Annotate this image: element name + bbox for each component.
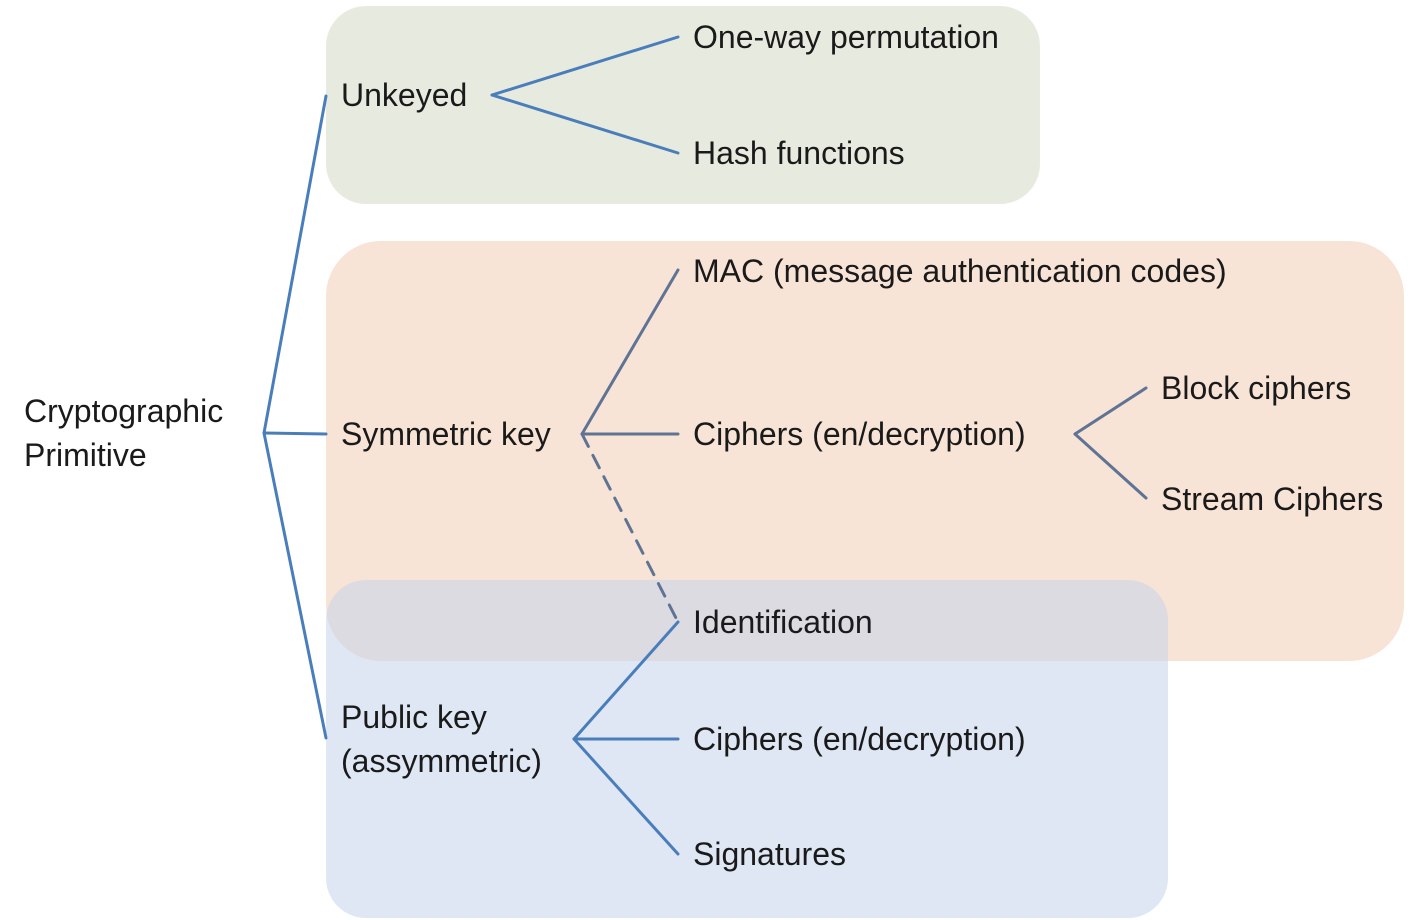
edge-symmetric-identification: [580, 432, 680, 624]
edge-public-identification: [572, 620, 680, 741]
public-key-region: [326, 580, 1168, 918]
node-one-way-permutation: One-way permutation: [693, 19, 999, 55]
edge-symmetric-mac: [580, 268, 680, 436]
node-symmetric-ciphers: Ciphers (en/decryption): [693, 416, 1026, 452]
node-symmetric-key: Symmetric key: [341, 416, 551, 452]
root-node: Cryptographic Primitive: [24, 393, 224, 473]
edge-unkeyed-hash: [490, 93, 680, 155]
edge-ciphers-stream: [1073, 432, 1148, 500]
edge-public-signatures: [572, 737, 680, 856]
edge-unkeyed-oneway: [490, 35, 680, 97]
node-hash-functions: Hash functions: [693, 135, 905, 171]
node-public-key: Public key (assymmetric): [341, 699, 542, 779]
edge-root-public: [262, 431, 328, 740]
edge-root-unkeyed: [262, 94, 328, 435]
node-identification: Identification: [693, 604, 873, 640]
edge-root-symmetric: [262, 431, 328, 436]
edge-ciphers-block: [1073, 386, 1148, 436]
node-signatures: Signatures: [693, 836, 846, 872]
node-mac: MAC (message authentication codes): [693, 253, 1227, 289]
node-stream-ciphers: Stream Ciphers: [1161, 481, 1384, 517]
unkeyed-region: [326, 6, 1040, 204]
node-public-ciphers: Ciphers (en/decryption): [693, 721, 1026, 757]
node-unkeyed: Unkeyed: [341, 77, 468, 113]
node-block-ciphers: Block ciphers: [1161, 370, 1352, 406]
